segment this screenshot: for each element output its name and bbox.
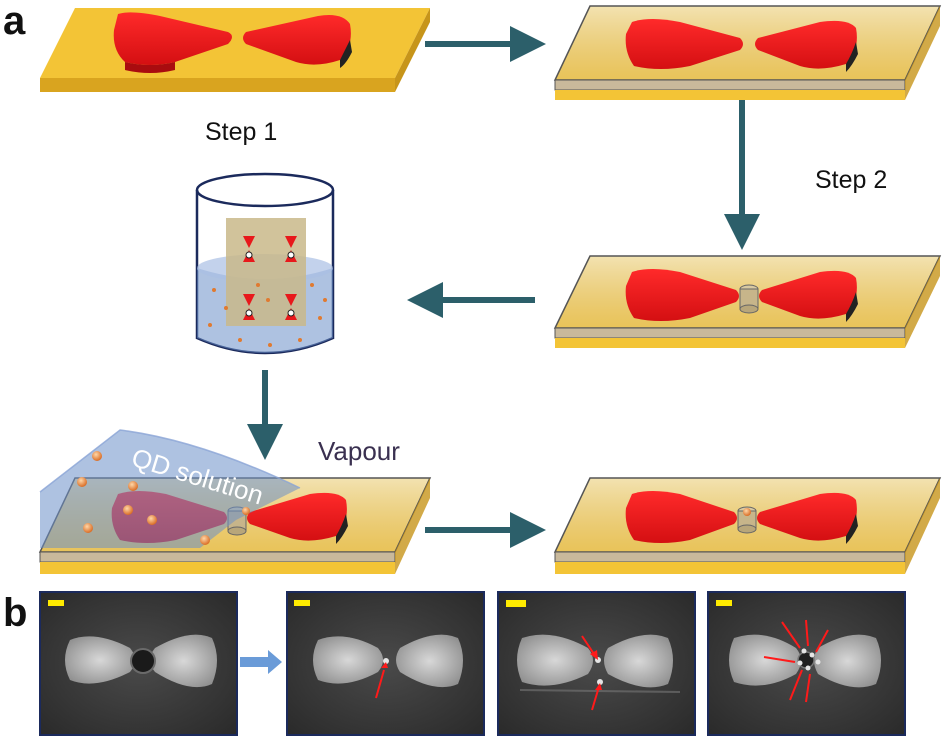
scale-bar-1 bbox=[48, 600, 64, 606]
sem-image-4 bbox=[707, 591, 906, 736]
qd-solution-droplet bbox=[39, 429, 301, 548]
panel-letter-b: b bbox=[3, 591, 27, 635]
sem-image-2 bbox=[286, 591, 485, 736]
scale-bar-4 bbox=[716, 600, 732, 606]
vapour-label: Vapour bbox=[318, 436, 400, 466]
substrate-coated-1 bbox=[553, 5, 942, 100]
sem-image-1 bbox=[39, 591, 238, 736]
scale-bar-3 bbox=[506, 600, 526, 607]
step2-label: Step 2 bbox=[815, 166, 887, 194]
sem-arrow bbox=[240, 650, 282, 674]
bowtie-antenna-1 bbox=[113, 12, 352, 73]
bowtie-antenna-3 bbox=[625, 269, 858, 322]
bowtie-antenna-5 bbox=[625, 491, 858, 544]
beaker bbox=[195, 172, 335, 355]
step1-label: Step 1 bbox=[205, 118, 277, 146]
substrate-gold-1 bbox=[40, 8, 430, 92]
scale-bar-2 bbox=[294, 600, 310, 606]
bowtie-antenna-2 bbox=[625, 19, 858, 72]
sem-image-3 bbox=[497, 591, 696, 736]
panel-letter-a: a bbox=[3, 0, 26, 43]
